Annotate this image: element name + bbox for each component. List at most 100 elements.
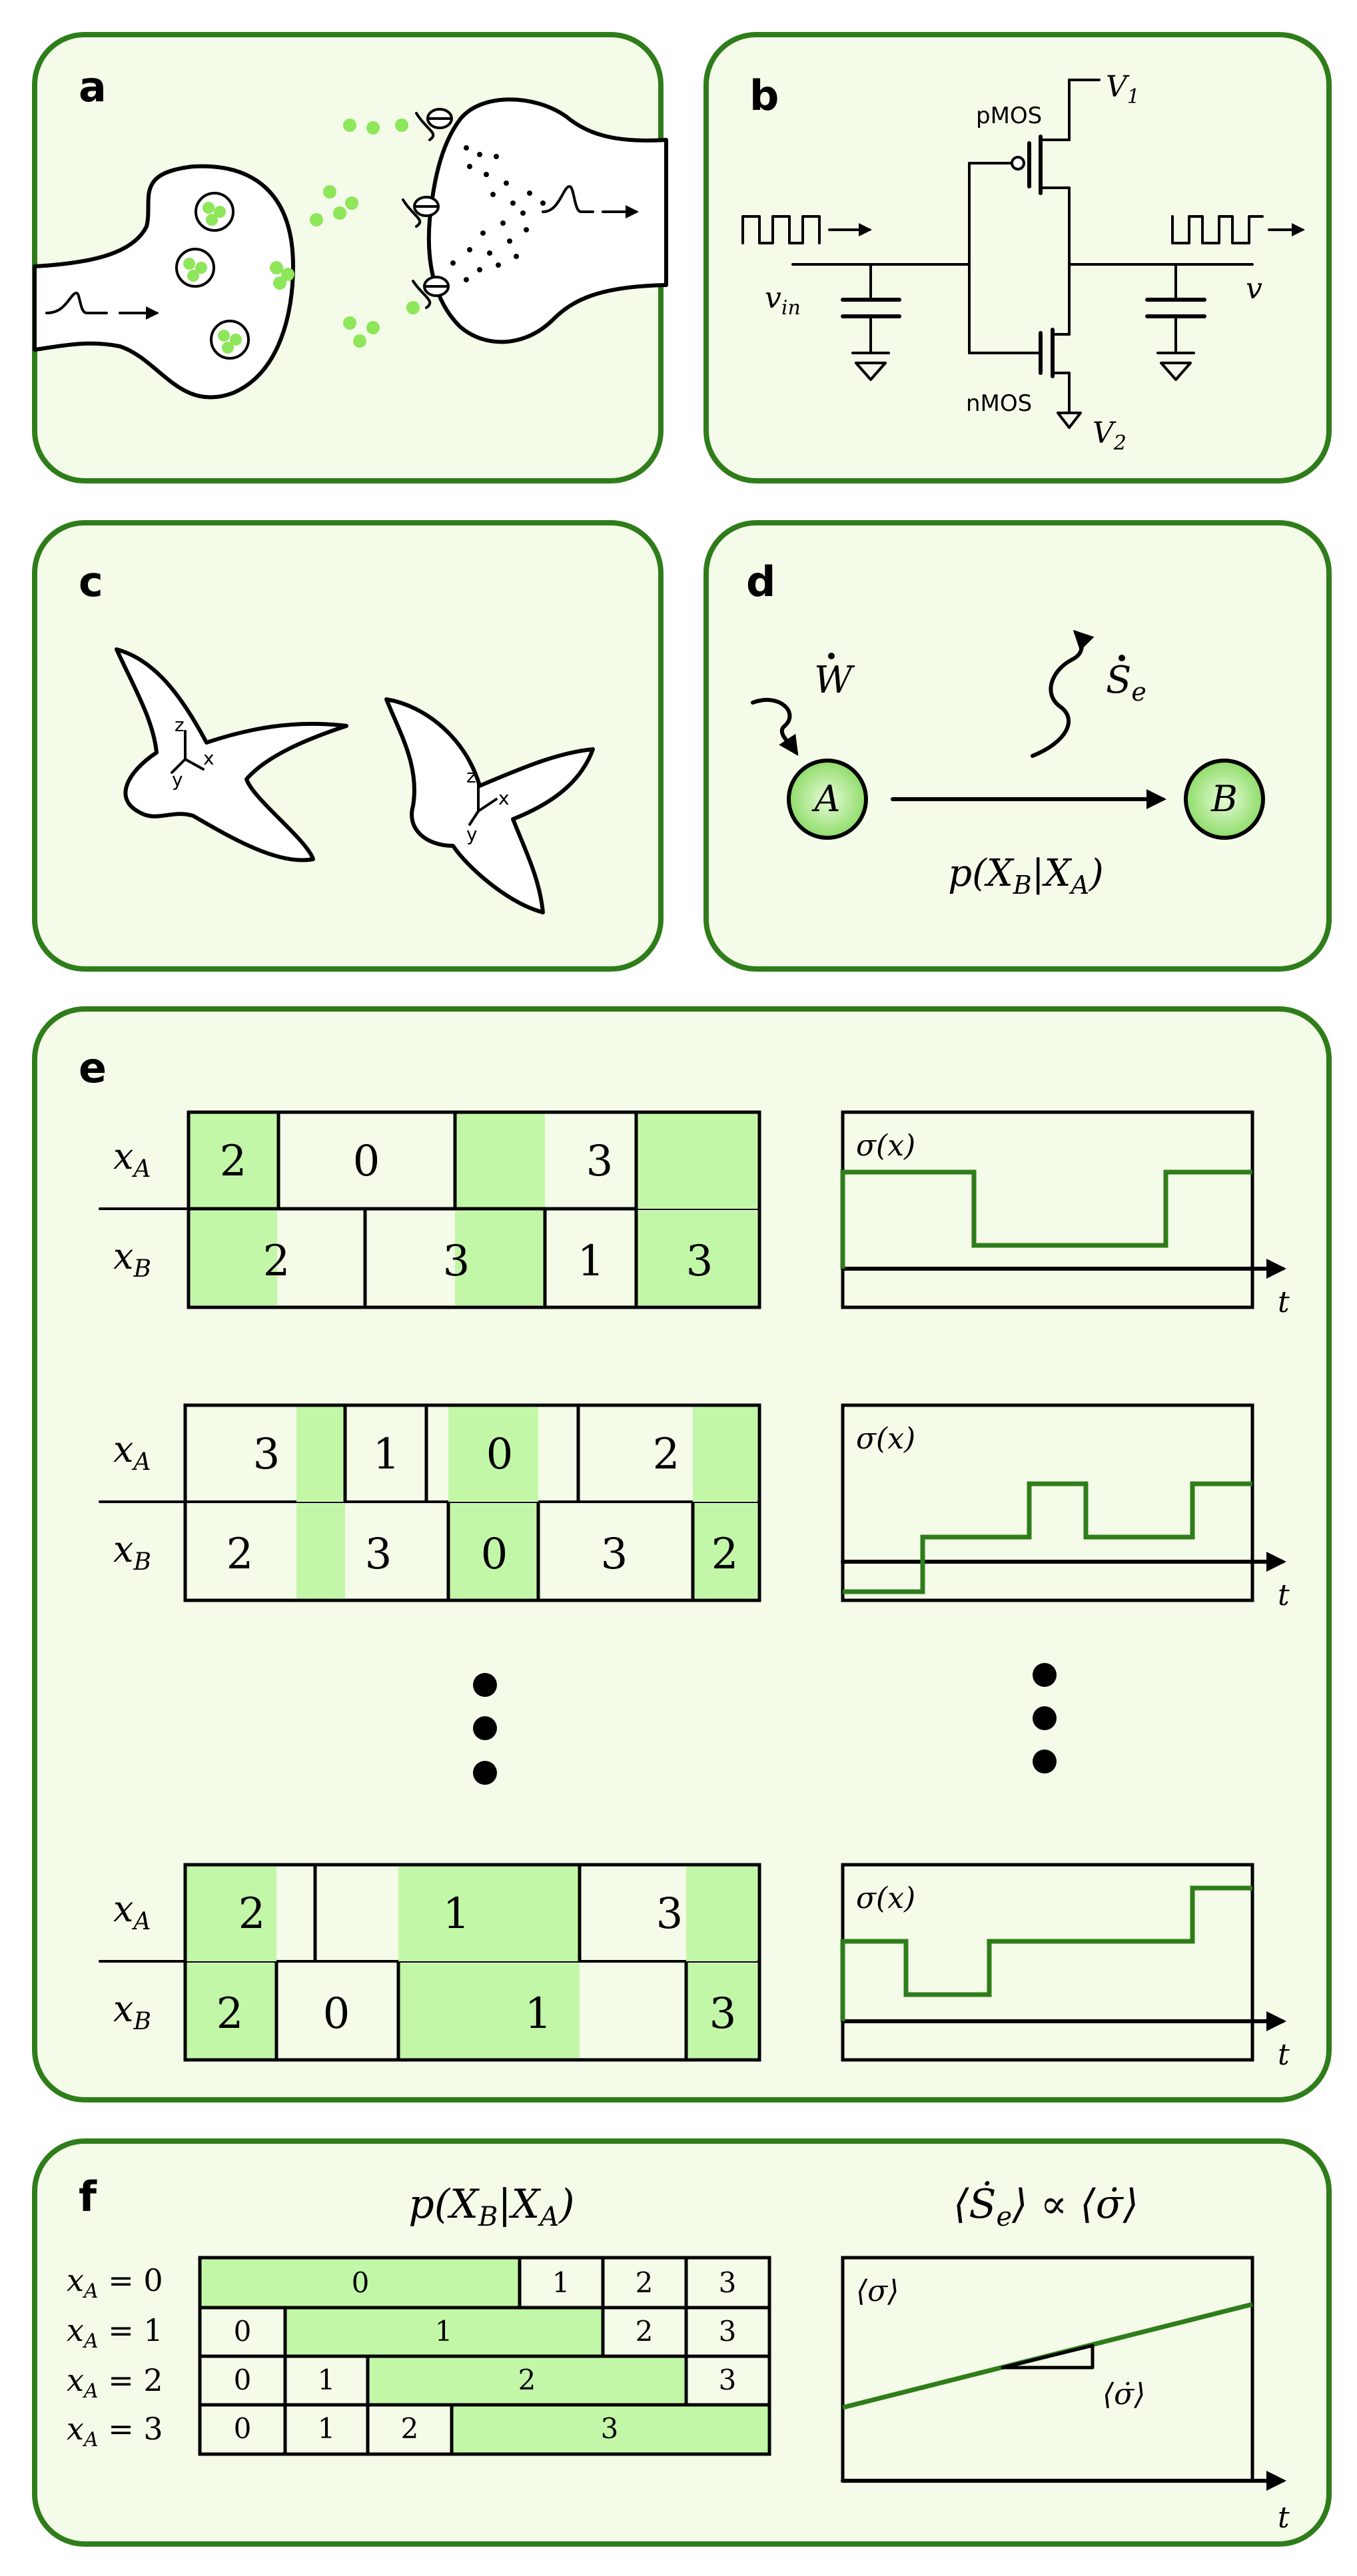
sigma-trace [840, 1169, 1252, 1269]
plot-title: ⟨Ṡe⟩ ∝ ⟨σ̇⟩ [953, 2180, 1138, 2232]
sigma-plot-2 [841, 1403, 1254, 1602]
time-label: t [1278, 2501, 1290, 2535]
cell-b-value: 2 [263, 1237, 290, 1286]
matrix-cell: 1 [318, 2412, 336, 2445]
panel-f: f p(XB|XA) ⟨Ṡe⟩ ∝ ⟨σ̇⟩ xA = 0 xA = 1 xA … [32, 2138, 1332, 2547]
matrix-cell: 1 [552, 2266, 570, 2299]
transition-matrix: xA = 0 xA = 1 xA = 2 xA = 3 [67, 2256, 771, 2456]
node-b-label: B [1210, 778, 1238, 820]
neurotransmitters [310, 119, 420, 348]
time-label: t [1278, 1285, 1290, 1319]
panel-e-box [32, 1006, 1332, 2102]
axes-1: z x y [171, 714, 215, 791]
molecule-shape-2 [384, 697, 595, 914]
entropy-label: Se [1106, 659, 1146, 707]
slope-triangle [1001, 2344, 1095, 2370]
matrix-row-label: xA = 2 [67, 2362, 163, 2403]
node-a [787, 759, 868, 840]
cell-a-value: 3 [586, 1137, 614, 1186]
trajectory-1: xA xB 2 0 3 2 3 1 3 [99, 1110, 1290, 1319]
vout-label: v [1246, 272, 1262, 306]
matrix-row-label: xA = 0 [67, 2262, 163, 2303]
panel-d-box [703, 520, 1332, 972]
axis-z-label: z [466, 765, 476, 787]
cell-b-value: 3 [365, 1530, 392, 1579]
work-input-arrow [751, 697, 799, 756]
panel-a-label: a [79, 63, 107, 111]
cell-b-value: 2 [217, 1989, 244, 2039]
axis-z-label: z [175, 714, 185, 736]
work-dot [828, 653, 835, 659]
cell-b-value: 2 [226, 1530, 254, 1579]
matrix-cell: 2 [636, 2266, 654, 2299]
avg-sigma-label: ⟨σ⟩ [856, 2274, 899, 2308]
panel-d: d W Se A B p(XB|XA) [703, 520, 1332, 972]
sigma-label: σ(x) [856, 1881, 915, 1915]
time-label: t [1278, 1578, 1290, 1612]
matrix-row-label: xA = 3 [67, 2411, 163, 2451]
cell-a-value: 2 [238, 1889, 266, 1939]
cell-a-value: 0 [353, 1137, 380, 1186]
nmos-label: nMOS [966, 390, 1032, 417]
cell-a-value: 2 [653, 1430, 680, 1479]
v2-label: V2 [1093, 416, 1127, 455]
panel-c-box [32, 520, 664, 972]
postsynaptic-neuron [426, 97, 668, 344]
node-a-label: A [811, 778, 841, 820]
row-b-label: xB [113, 1988, 151, 2035]
input-waveform [741, 215, 821, 244]
panel-f-label: f [79, 2172, 97, 2221]
cell-b-value: 0 [323, 1989, 350, 2039]
ground-icon [855, 362, 887, 381]
postsynaptic-spike [542, 185, 594, 213]
matrix-cell: 1 [318, 2364, 336, 2396]
trajectory-3: xA xB 2 1 3 2 0 1 3 σ(x) t [99, 1863, 1290, 2072]
panel-c: c z x y z x y [32, 520, 664, 972]
sigma-label: σ(x) [856, 1422, 915, 1456]
matrix-cell: 1 [435, 2315, 453, 2348]
ions [450, 145, 546, 282]
receptors [402, 108, 453, 309]
panel-b: b vin V1 pMOS V2 nMOS [703, 32, 1332, 483]
synaptic-vesicles [175, 192, 250, 360]
entropy-dot [1119, 655, 1125, 661]
matrix-cell: 3 [719, 2266, 737, 2299]
row-b-label: xB [113, 1235, 151, 1283]
cell-a-value: 2 [220, 1137, 247, 1186]
matrix-cell: 0 [234, 2364, 252, 2396]
panel-d-label: d [746, 557, 775, 606]
matrix-cell: 0 [234, 2412, 252, 2445]
panel-e: e xA xB 2 0 3 2 3 [32, 1006, 1332, 2102]
panel-c-label: c [79, 557, 103, 606]
sigma-trace [843, 1481, 1252, 1594]
matrix-cell: 2 [401, 2412, 419, 2445]
axis-y-label: y [172, 769, 183, 791]
cell-a-highlight [189, 1112, 278, 1209]
cell-a-value: 1 [373, 1430, 400, 1479]
matrix-title: p(XB|XA) [408, 2181, 574, 2232]
sigma-trace [840, 1885, 1252, 2021]
pmos-bubble [1011, 156, 1025, 170]
cell-b-value: 1 [578, 1237, 605, 1286]
cell-b-value: 3 [709, 1989, 737, 2039]
row-a-label: xA [113, 1135, 151, 1183]
vin-label: vin [765, 281, 801, 320]
row-a-label: xA [113, 1429, 151, 1476]
time-label: t [1278, 2038, 1290, 2072]
transition-label: p(XB|XA) [948, 852, 1104, 900]
cell-a-highlight [636, 1112, 759, 1209]
panel-b-label: b [749, 71, 779, 120]
row-a-label: xA [113, 1888, 151, 1935]
matrix-cell: 3 [719, 2315, 737, 2348]
cell-b-value: 0 [481, 1530, 508, 1579]
cell-b-value: 1 [525, 1989, 552, 2039]
entropy-output-arrow [1031, 629, 1095, 758]
row-b-label: xB [113, 1528, 151, 1576]
action-potential-spike [45, 292, 108, 314]
trajectory-2: xA xB 3 1 0 2 2 3 0 3 2 σ(x) [99, 1403, 1290, 1612]
cell-a-value: 3 [656, 1889, 683, 1939]
traj-grid [183, 1403, 761, 1602]
cell-b-value: 3 [443, 1237, 470, 1286]
cell-b-value: 3 [601, 1530, 628, 1579]
